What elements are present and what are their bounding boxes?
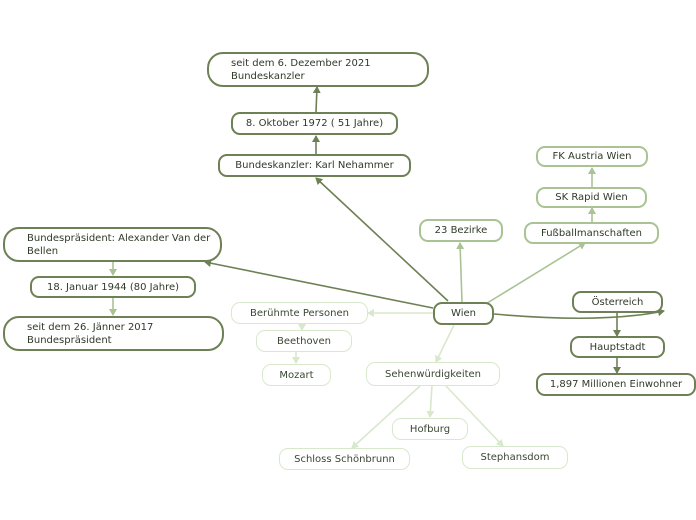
austria-node[interactable]: Österreich [572,291,663,313]
football-node[interactable]: Fußballmanschaften [524,222,659,244]
districts-label: 23 Bezirke [434,225,488,236]
hofburg-label: Hofburg [409,423,451,435]
president-since-text: seit dem 26. Jänner 2017 Bundespräsident [27,321,154,346]
team-austria-label: FK Austria Wien [552,151,632,162]
team-rapid-label: SK Rapid Wien [555,192,628,203]
chancellor-title: Bundeskanzler: Karl Nehammer [235,160,394,171]
link-wien-districts [456,242,465,303]
president-node[interactable]: Bundespräsident: Alexander Van der Belle… [3,227,222,262]
capital-node[interactable]: Hauptstadt [570,336,665,358]
team-austria-node[interactable]: FK Austria Wien [536,146,648,167]
link-sights-hofburg [426,385,435,418]
schoenbrunn-label: Schloss Schönbrunn [294,453,395,465]
population-label: 1,897 Millionen Einwohner [549,379,683,390]
president-born-node[interactable]: 18. Januar 1944 (80 Jahre) [30,276,196,298]
mozart-node[interactable]: Mozart [262,364,331,386]
sights-label: Sehenwürdigkeiten [384,368,482,380]
president-title: Bundespräsident: Alexander Van der Belle… [27,232,211,257]
capital-label: Hauptstadt [589,341,646,353]
beethoven-label: Beethoven [277,335,331,347]
football-label: Fußballmanschaften [540,227,642,239]
president-since-node[interactable]: seit dem 26. Jänner 2017 Bundespräsident [3,316,224,351]
link-wien-chancellor [315,177,449,302]
mozart-label: Mozart [279,369,314,381]
famous-node[interactable]: Berühmte Personen [231,302,368,324]
stephansdom-node[interactable]: Stephansdom [462,446,568,469]
chancellor-born-text: 8. Oktober 1972 ( 51 Jahre) [245,118,384,129]
hofburg-node[interactable]: Hofburg [392,418,468,440]
famous-label: Berühmte Personen [250,307,349,319]
link-sights-stephansdom [445,385,504,447]
beethoven-node[interactable]: Beethoven [256,330,352,352]
chancellor-born-node[interactable]: 8. Oktober 1972 ( 51 Jahre) [231,112,398,135]
schoenbrunn-node[interactable]: Schloss Schönbrunn [279,448,410,470]
link-wien-sights [435,324,455,363]
link-born-since [312,86,321,113]
topic-wien-label: Wien [451,308,476,319]
president-born-text: 18. Januar 1944 (80 Jahre) [46,281,180,293]
link-wien-football [483,242,586,306]
chancellor-node[interactable]: Bundeskanzler: Karl Nehammer [218,154,411,177]
stephansdom-label: Stephansdom [480,452,550,463]
team-rapid-node[interactable]: SK Rapid Wien [536,187,647,208]
chancellor-since-node[interactable]: seit dem 6. Dezember 2021 Bundeskanzler [207,52,429,87]
link-sights-schoenbrunn [351,385,421,449]
austria-label: Österreich [591,296,644,308]
link-wien-austria [493,308,665,319]
link-wien-president [204,259,434,309]
sights-node[interactable]: Sehenwürdigkeiten [366,362,500,386]
population-node[interactable]: 1,897 Millionen Einwohner [536,373,696,396]
chancellor-since-text: seit dem 6. Dezember 2021 Bundeskanzler [231,57,371,82]
topic-wien[interactable]: Wien [433,302,494,325]
districts-node[interactable]: 23 Bezirke [419,219,503,242]
